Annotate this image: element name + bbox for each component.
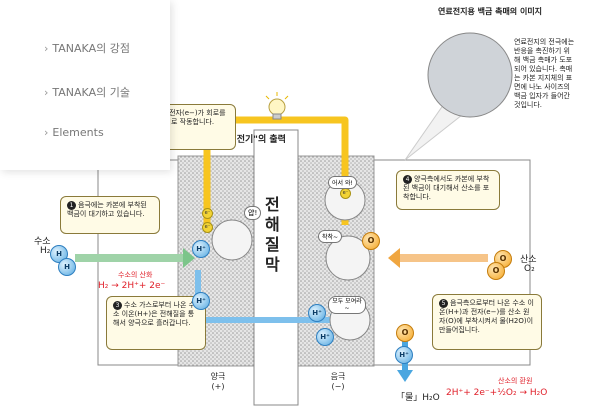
speech-cathode-low: 모두 모여라~ — [328, 296, 366, 314]
menu-item-technology[interactable]: ›TANAKA의 기술 — [44, 86, 130, 99]
cathode-label: 음극 (−) — [330, 372, 346, 391]
speech-cathode-mid: 착착~ — [318, 230, 343, 243]
proton-water: H⁺ — [395, 346, 413, 364]
electron-3: e⁻ — [340, 188, 351, 199]
oxidation-title: 수소의 산화 — [118, 271, 153, 279]
hydrogen-arrow — [75, 254, 183, 262]
speech-anode: 얍! — [244, 206, 262, 220]
oxidation-equation: H₂ → 2H⁺+ 2e⁻ — [98, 281, 166, 291]
oxygen-label: 산소 — [520, 255, 537, 265]
chevron-right-icon: › — [44, 126, 49, 139]
proton-anode-2: H⁺ — [192, 292, 210, 310]
catalyst-sphere — [427, 32, 513, 118]
anode-label: 양극 (+) — [210, 372, 226, 391]
side-menu: ›TANAKA의 강점 ›TANAKA의 기술 ›Elements — [0, 0, 170, 170]
proton-anode-1: H⁺ — [192, 240, 210, 258]
reduction-title: 산소의 환원 — [498, 377, 533, 385]
oxygen-atom-2: O — [487, 262, 505, 280]
inset-text: 연료전지의 전극에는 반응을 촉진하기 위해 백금 촉매가 도포되어 있습니다.… — [514, 38, 575, 109]
electron-2: e⁻ — [202, 222, 213, 233]
hydrogen-formula: H₂ — [40, 246, 51, 256]
electron-1: e⁻ — [202, 208, 213, 219]
proton-cathode-2: H⁺ — [316, 328, 334, 346]
hydrogen-label: 수소 — [34, 237, 51, 247]
membrane — [253, 129, 299, 406]
chevron-right-icon: › — [44, 86, 49, 99]
menu-item-strength[interactable]: ›TANAKA의 강점 — [44, 42, 130, 55]
oxygen-formula: O₂ — [524, 264, 535, 274]
circuit-wire — [203, 116, 349, 225]
menu-item-elements[interactable]: ›Elements — [44, 126, 104, 139]
reduction-equation: 2H⁺+ 2e⁻+½O₂ → H₂O — [446, 388, 548, 398]
output-label: "전기"의 출력 — [232, 135, 286, 145]
speech-cathode-top: 어서 와! — [328, 176, 357, 189]
oxygen-water: O — [396, 324, 414, 342]
hydrogen-molecule-2: H — [58, 258, 76, 276]
bulb-icon — [268, 98, 286, 116]
chevron-right-icon: › — [44, 42, 49, 55]
electrolyte-label: 전해질막 — [265, 195, 280, 274]
inset-title: 연료전지용 백금 촉매의 이미지 — [438, 7, 543, 16]
oxygen-arrow — [400, 254, 488, 262]
proton-cathode-1: H⁺ — [308, 304, 326, 322]
water-label: 「물」H₂O — [396, 393, 440, 403]
cathode-catalyst-mid — [325, 235, 371, 281]
oxygen-cathode-1: O — [362, 232, 380, 250]
anode-catalyst — [211, 219, 253, 261]
